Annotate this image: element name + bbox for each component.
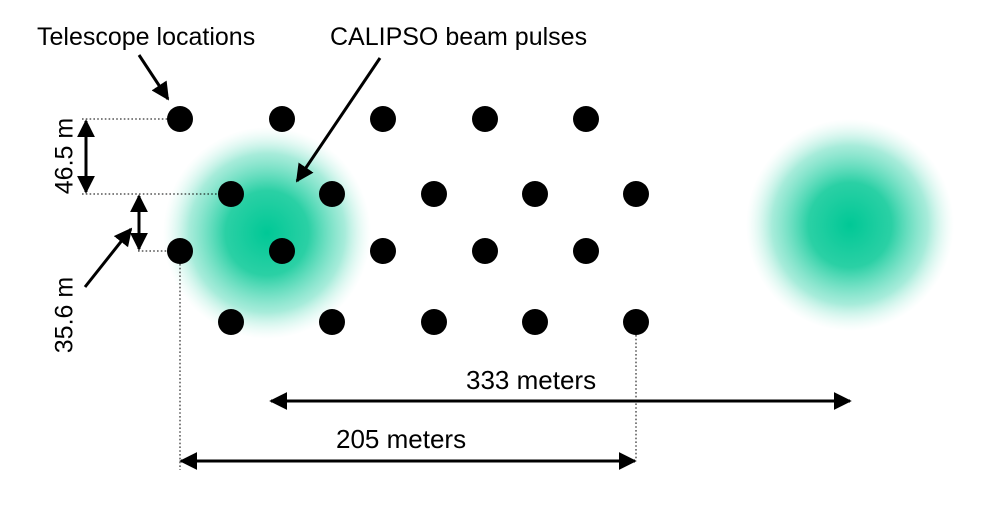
telescope-14 [472, 238, 498, 264]
telescope-10 [623, 181, 649, 207]
telescope-7 [319, 181, 345, 207]
beam-pulse-1 [163, 127, 371, 339]
telescope-15 [573, 238, 599, 264]
telescope-12 [269, 238, 295, 264]
calipso-beam-pulses-label: CALIPSO beam pulses [330, 23, 588, 51]
telescope-locations-label: Telescope locations [37, 23, 256, 51]
telescope-3 [370, 106, 396, 132]
telescope-16 [218, 309, 244, 335]
telescope-13 [370, 238, 396, 264]
telescope-8 [421, 181, 447, 207]
telescopes [167, 106, 649, 335]
vertical-spacing-label: 46.5 m [50, 117, 79, 195]
telescope-2 [269, 106, 295, 132]
beam-pulses [163, 119, 954, 339]
pulse-spacing-label: 333 meters [466, 365, 597, 395]
telescope-1 [167, 106, 193, 132]
calipso-beam-pulses-arrow [295, 57, 382, 183]
guide-lines [82, 118, 637, 470]
beam-pulse-2 [746, 119, 954, 331]
telescope-4 [472, 106, 498, 132]
telescope-11 [167, 238, 193, 264]
telescope-5 [573, 106, 599, 132]
telescope-9 [522, 181, 548, 207]
telescope-locations-arrow [137, 54, 170, 101]
stagger-offset-pointer-arrow [83, 227, 133, 288]
array-width-label: 205 meters [336, 424, 467, 454]
telescope-18 [421, 309, 447, 335]
telescope-6 [218, 181, 244, 207]
telescope-20 [623, 309, 649, 335]
dimension-arrows [77, 54, 852, 470]
stagger-offset-label: 35.6 m [50, 276, 79, 354]
telescope-19 [522, 309, 548, 335]
telescope-17 [319, 309, 345, 335]
